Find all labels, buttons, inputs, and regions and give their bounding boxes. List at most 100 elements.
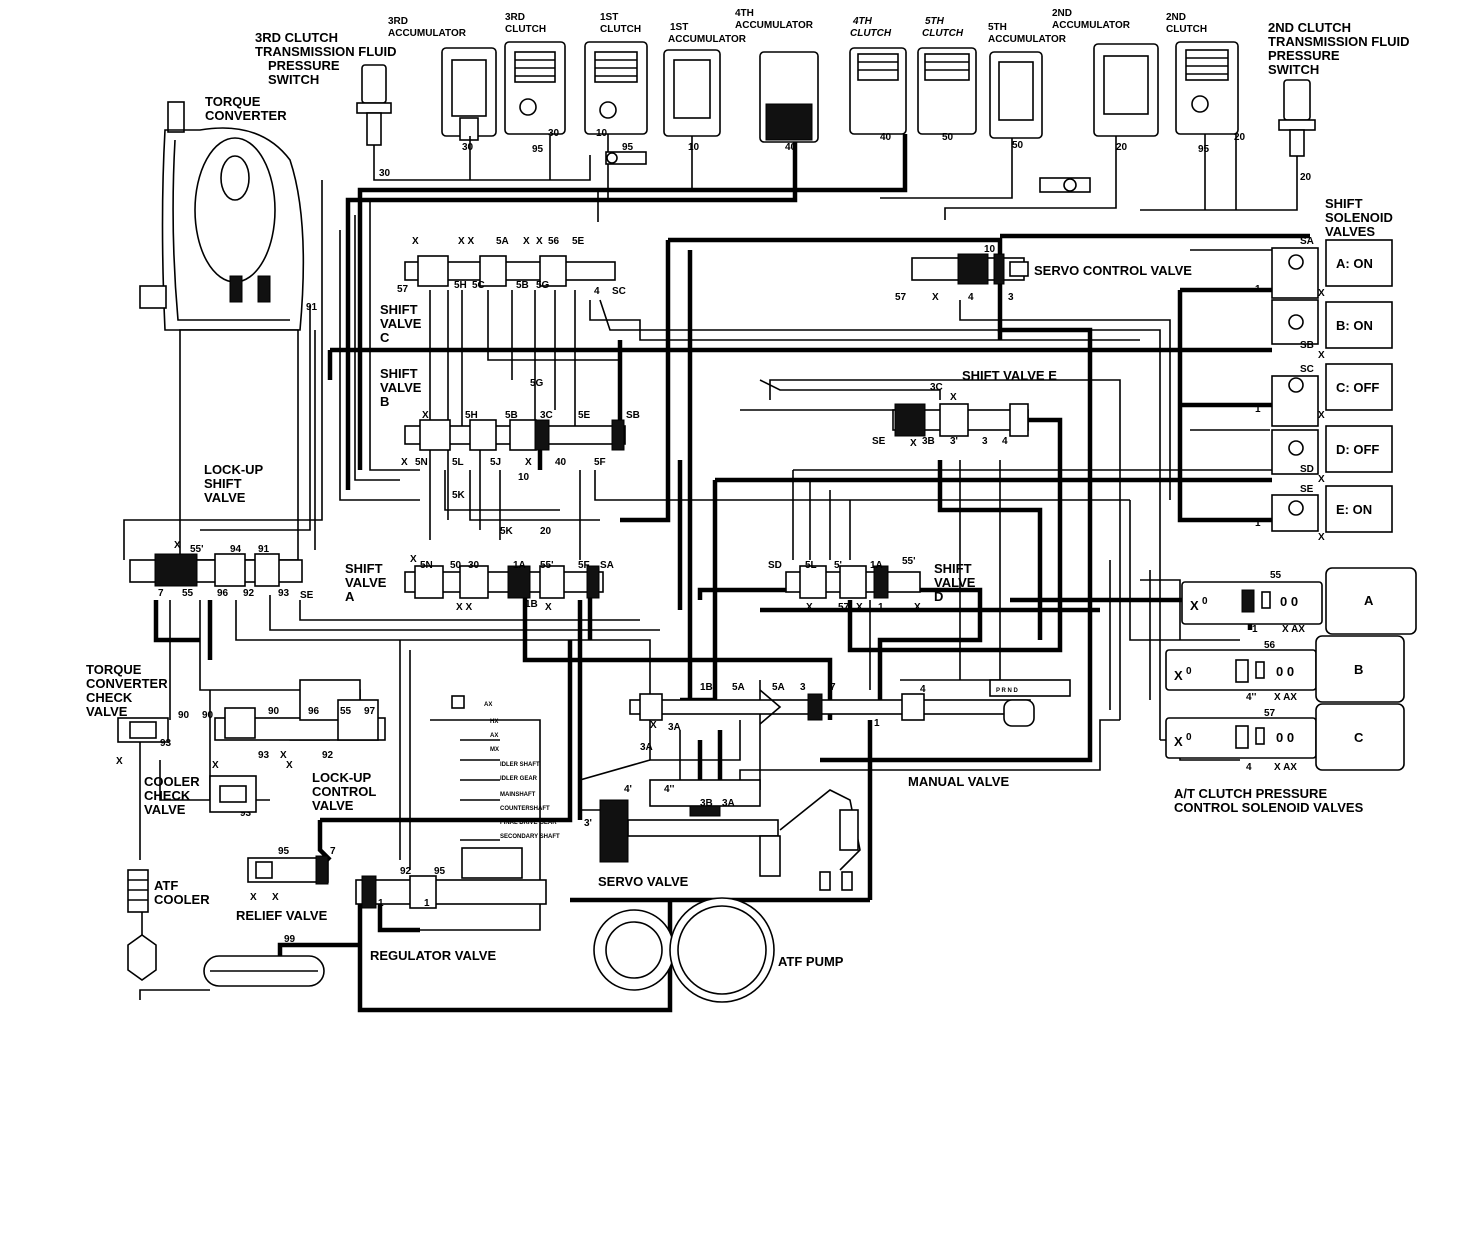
atf-pump: ATF PUMP xyxy=(593,897,844,1003)
svg-text:99: 99 xyxy=(284,934,296,945)
top-port-numbers: 30 30 95 30 10 95 10 40 40 50 50 20 95 2… xyxy=(200,128,1312,371)
svg-text:50: 50 xyxy=(450,560,462,571)
svg-text:95: 95 xyxy=(622,142,634,153)
shift-valve-b-label: SHIFT VALVE B xyxy=(380,366,425,409)
svg-text:5E: 5E xyxy=(578,410,591,421)
svg-text:X: X xyxy=(650,720,657,731)
servo-valve: 4' 4'' 3B 3A 3' SERVO VALVE xyxy=(584,779,861,891)
svg-text:55: 55 xyxy=(1270,570,1282,581)
svg-text:SA: SA xyxy=(600,560,614,571)
c2-clutch xyxy=(1175,41,1239,135)
svg-text:X: X xyxy=(410,554,417,565)
c2-pressure-switch xyxy=(1278,79,1316,190)
svg-text:MAINSHAFT: MAINSHAFT xyxy=(500,792,536,798)
svg-text:1: 1 xyxy=(424,898,430,909)
svg-text:5A: 5A xyxy=(496,236,509,247)
svg-text:3A: 3A xyxy=(722,798,735,809)
svg-text:3C: 3C xyxy=(930,382,943,393)
svg-text:X: X xyxy=(910,438,917,449)
solenoid-a xyxy=(1325,239,1393,287)
svg-text:95: 95 xyxy=(532,144,544,155)
svg-text:55: 55 xyxy=(340,706,352,717)
svg-text:20: 20 xyxy=(1116,142,1128,153)
svg-text:30: 30 xyxy=(379,168,391,179)
svg-text:X: X xyxy=(250,892,257,903)
c4-label: 4TH CLUTCH xyxy=(850,16,892,39)
svg-text:5H: 5H xyxy=(454,280,467,291)
c3-acc-label: 3RD ACCUMULATOR xyxy=(388,16,467,39)
svg-text:IDLER GEAR: IDLER GEAR xyxy=(500,776,538,782)
svg-text:4': 4' xyxy=(624,784,632,795)
svg-text:4: 4 xyxy=(1002,436,1008,447)
svg-text:5H: 5H xyxy=(465,410,478,421)
svg-text:3A: 3A xyxy=(640,742,653,753)
svg-text:30: 30 xyxy=(462,142,474,153)
torque-converter: TORQUE CONVERTER xyxy=(139,94,305,561)
atf-pump-label: ATF PUMP xyxy=(778,954,844,969)
c1-acc-label: 1ST ACCUMULATOR xyxy=(668,22,747,45)
svg-text:4'': 4'' xyxy=(1246,692,1256,703)
svg-text:X: X xyxy=(174,540,181,551)
svg-text:1A: 1A xyxy=(513,560,526,571)
svg-text:X X: X X xyxy=(456,602,472,613)
shift-valve-e-label: SHIFT VALVE E xyxy=(962,368,1057,383)
svg-text:4: 4 xyxy=(594,286,600,297)
svg-text:93: 93 xyxy=(240,808,252,819)
svg-text:50: 50 xyxy=(942,132,954,143)
svg-text:5G: 5G xyxy=(530,378,544,389)
relief-valve: 95 7 X X RELIEF VALVE xyxy=(236,846,336,923)
svg-text:1: 1 xyxy=(878,602,884,613)
svg-text:10: 10 xyxy=(984,244,996,255)
svg-text:0 0: 0 0 xyxy=(1276,664,1294,679)
solenoid-c xyxy=(1325,363,1393,411)
svg-text:X: X xyxy=(806,602,813,613)
svg-text:X: X xyxy=(856,602,863,613)
check-balls xyxy=(605,151,1091,193)
svg-text:20: 20 xyxy=(540,526,552,537)
svg-text:4: 4 xyxy=(968,292,974,303)
shift-valve-e: 3C X SE X 3B 3' 3 4 SHIFT VALVE E xyxy=(872,368,1057,449)
svg-text:0: 0 xyxy=(1186,666,1192,677)
c3-clutch xyxy=(504,41,566,135)
svg-text:1: 1 xyxy=(378,898,384,909)
svg-text:3': 3' xyxy=(950,436,958,447)
svg-text:90: 90 xyxy=(178,710,190,721)
svg-text:57: 57 xyxy=(1264,708,1276,719)
svg-text:X: X xyxy=(1318,474,1325,485)
c4-accumulator xyxy=(759,51,819,143)
svg-text:1A: 1A xyxy=(870,560,883,571)
svg-text:94: 94 xyxy=(230,544,242,555)
svg-text:3': 3' xyxy=(584,818,592,829)
svg-text:X: X xyxy=(545,602,552,613)
svg-text:B: ON: B: ON xyxy=(1336,318,1373,333)
svg-text:1: 1 xyxy=(1252,624,1258,635)
svg-text:X AX: X AX xyxy=(1274,692,1297,703)
svg-text:56: 56 xyxy=(1264,640,1276,651)
shift-valve-a-label: SHIFT VALVE A xyxy=(345,561,390,604)
c2-acc-label: 2ND ACCUMULATOR xyxy=(1052,8,1131,31)
c1-label: 1ST CLUTCH xyxy=(600,12,641,35)
lockup-shift-valve-label: LOCK-UP SHIFT VALVE xyxy=(204,462,267,505)
svg-text:X: X xyxy=(422,410,429,421)
svg-text:5F: 5F xyxy=(594,457,606,468)
svg-text:3: 3 xyxy=(982,436,988,447)
svg-text:3C: 3C xyxy=(540,410,553,421)
svg-text:0: 0 xyxy=(1186,732,1192,743)
svg-text:91: 91 xyxy=(258,544,270,555)
svg-text:93: 93 xyxy=(258,750,270,761)
svg-text:93: 93 xyxy=(160,738,172,749)
svg-text:3A: 3A xyxy=(668,722,681,733)
solenoid-d xyxy=(1325,425,1393,473)
svg-text:57: 57 xyxy=(895,292,907,303)
svg-text:X: X xyxy=(212,760,219,771)
svg-text:3B: 3B xyxy=(700,798,713,809)
svg-text:X AX: X AX xyxy=(1282,624,1305,635)
svg-text:20: 20 xyxy=(1300,172,1312,183)
c4-clutch xyxy=(849,47,907,135)
shift-solenoid-valves: SHIFT SOLENOID VALVES A: ON B: ON C: OFF… xyxy=(1255,196,1393,543)
c3-switch-label: 3RD CLUTCH TRANSMISSION FLUID PRESSURE S… xyxy=(255,30,400,87)
svg-text:A: ON: A: ON xyxy=(1336,256,1373,271)
svg-text:SE: SE xyxy=(1300,484,1314,495)
svg-text:40: 40 xyxy=(880,132,892,143)
